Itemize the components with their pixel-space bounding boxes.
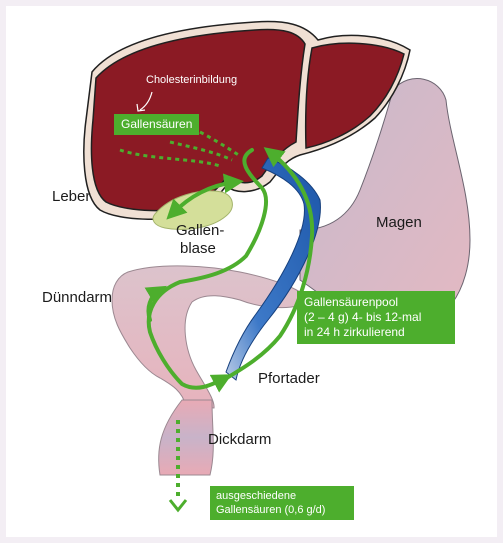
excreted-box: ausgeschiedene Gallensäuren (0,6 g/d) <box>210 486 354 520</box>
gallbladder-label-line2: blase <box>180 240 216 258</box>
excreted-box-line1: ausgeschiedene <box>216 489 348 503</box>
excreted-box-line2: Gallensäuren (0,6 g/d) <box>216 503 348 517</box>
stomach-label: Magen <box>376 214 422 232</box>
cholesterol-label: Cholesterinbildung <box>146 74 237 87</box>
pool-box-line1: Gallensäurenpool <box>304 295 448 310</box>
large-intestine-shape <box>159 400 214 475</box>
bile-acids-box: Gallensäuren <box>114 114 199 135</box>
excretion-arrowhead <box>170 500 186 510</box>
pool-box-line2: (2 – 4 g) 4- bis 12-mal <box>304 310 448 325</box>
gallbladder-label-line1: Gallen- <box>176 222 224 240</box>
large-intestine-label: Dickdarm <box>208 431 271 449</box>
bile-acids-label: Gallensäuren <box>121 117 192 132</box>
pool-box: Gallensäurenpool (2 – 4 g) 4- bis 12-mal… <box>297 291 455 344</box>
portal-vein-label: Pfortader <box>258 370 320 388</box>
small-intestine-label: Dünndarm <box>42 289 112 307</box>
liver-label: Leber <box>52 188 90 206</box>
pool-box-line3: in 24 h zirkulierend <box>304 325 448 340</box>
